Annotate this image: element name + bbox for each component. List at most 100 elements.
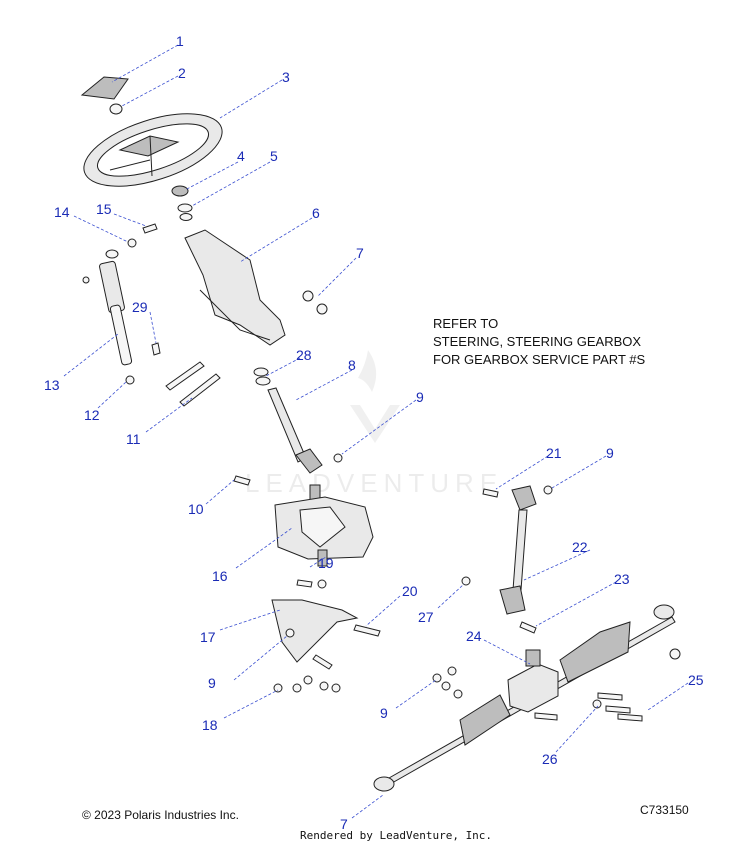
logo-mark: [350, 405, 400, 443]
callout-15[interactable]: 15: [96, 201, 112, 217]
part-bolt-26a: [597, 692, 623, 701]
callout-29[interactable]: 29: [132, 299, 148, 315]
part-nut-7a: [302, 290, 314, 302]
note-line-3: FOR GEARBOX SERVICE PART #S: [433, 352, 645, 367]
callout-labels: 1 2 3 4 5 6 7 8 9 9 9 9 10 11 12 13 14 1…: [44, 33, 704, 832]
callout-22[interactable]: 22: [572, 539, 588, 555]
part-bolt-15: [142, 223, 158, 234]
callout-16[interactable]: 16: [212, 568, 228, 584]
callout-4[interactable]: 4: [237, 148, 245, 164]
callout-2[interactable]: 2: [178, 65, 186, 81]
part-u-joint-22a: [511, 485, 537, 511]
callout-21[interactable]: 21: [546, 445, 562, 461]
callout-11[interactable]: 11: [126, 431, 141, 447]
part-bolt-18e: [331, 683, 341, 693]
callout-28[interactable]: 28: [296, 347, 312, 363]
part-nut-9a: [333, 453, 343, 463]
callout-9-rack[interactable]: 9: [380, 705, 388, 721]
part-bolt-18c: [303, 675, 313, 685]
gearbox-note: REFER TO STEERING, STEERING GEARBOX FOR …: [433, 316, 645, 367]
leader-lines: [63, 44, 689, 819]
part-nut-9d: [432, 673, 442, 683]
part-bolt-19: [296, 579, 313, 588]
part-ring-5: [177, 203, 193, 213]
callout-6[interactable]: 6: [312, 205, 320, 221]
part-horn-cover: [80, 76, 129, 100]
callout-17[interactable]: 17: [200, 629, 216, 645]
part-bolt-18d: [319, 681, 329, 691]
part-nut-27: [461, 576, 471, 586]
part-bolt-18b: [292, 683, 302, 693]
part-bolt-11a: [165, 361, 205, 391]
part-bolt-21: [482, 488, 499, 498]
part-steering-wheel: [83, 113, 223, 187]
note-line-1: REFER TO: [433, 316, 498, 331]
rendered-by-text: Rendered by LeadVenture, Inc.: [300, 829, 492, 842]
callout-27[interactable]: 27: [418, 609, 434, 625]
callout-9-intermediate[interactable]: 9: [606, 445, 614, 461]
part-bushing-4: [171, 185, 189, 197]
part-nut-7b: [316, 303, 328, 315]
part-nut-9c: [543, 485, 553, 495]
part-intermediate-shaft: [512, 509, 528, 591]
copyright-text: © 2023 Polaris Industries Inc.: [82, 808, 239, 822]
part-bolt-10: [233, 475, 251, 486]
callout-26[interactable]: 26: [542, 751, 558, 767]
part-nut-25: [669, 648, 681, 660]
part-ring-28: [253, 367, 269, 377]
part-nut-9g: [453, 689, 463, 699]
callout-20[interactable]: 20: [402, 583, 418, 599]
part-bolt-20: [353, 624, 381, 637]
part-bolt-29: [151, 342, 161, 356]
part-ring-28b: [255, 376, 271, 386]
part-nut-9e: [447, 666, 457, 676]
part-gas-strut: [99, 249, 133, 366]
part-bolt-23: [519, 621, 537, 634]
note-line-2: STEERING, STEERING GEARBOX: [433, 334, 641, 349]
part-bolt-26c: [617, 713, 643, 722]
callout-18[interactable]: 18: [202, 717, 218, 733]
callout-25[interactable]: 25: [688, 672, 704, 688]
part-nut-2: [109, 103, 123, 115]
part-bolt-26b: [605, 705, 631, 714]
callout-23[interactable]: 23: [614, 571, 630, 587]
callout-8[interactable]: 8: [348, 357, 356, 373]
watermark-text: LEADVENTURE: [245, 468, 503, 498]
callout-14[interactable]: 14: [54, 204, 70, 220]
part-nut-small: [82, 276, 90, 284]
part-gearbox-bracket: [271, 599, 359, 663]
part-nut-9f: [441, 681, 451, 691]
watermark: LEADVENTURE: [245, 350, 503, 498]
callout-5[interactable]: 5: [270, 148, 278, 164]
flame-icon: [358, 350, 377, 392]
part-ring-5b: [179, 213, 193, 221]
callout-19[interactable]: 19: [318, 555, 334, 571]
part-steering-shaft: [267, 387, 307, 463]
part-nut-26: [592, 699, 602, 709]
part-u-joint-8: [295, 448, 323, 474]
callout-12[interactable]: 12: [84, 407, 100, 423]
callout-24[interactable]: 24: [466, 628, 482, 644]
callout-1[interactable]: 1: [176, 33, 184, 49]
callout-3[interactable]: 3: [282, 69, 290, 85]
callout-9-bracket[interactable]: 9: [208, 675, 216, 691]
part-washer-14: [127, 238, 137, 248]
part-nut-9b: [285, 628, 295, 638]
part-bolt-18a: [273, 683, 283, 693]
callout-7[interactable]: 7: [356, 245, 364, 261]
callout-13[interactable]: 13: [44, 377, 60, 393]
part-nut-19: [317, 579, 327, 589]
diagram-id: C733150: [640, 803, 689, 817]
part-bolt-bracket: [312, 654, 333, 670]
part-nut-12: [125, 375, 135, 385]
part-column-bracket: [184, 229, 286, 346]
callout-10[interactable]: 10: [188, 501, 204, 517]
callout-7-tierod[interactable]: 7: [340, 816, 348, 832]
callout-9-shaft[interactable]: 9: [416, 389, 424, 405]
part-bolt-26d: [534, 712, 558, 721]
part-steering-rack: [373, 604, 676, 792]
part-gearbox: [274, 484, 374, 567]
part-u-joint-22b: [499, 585, 526, 615]
